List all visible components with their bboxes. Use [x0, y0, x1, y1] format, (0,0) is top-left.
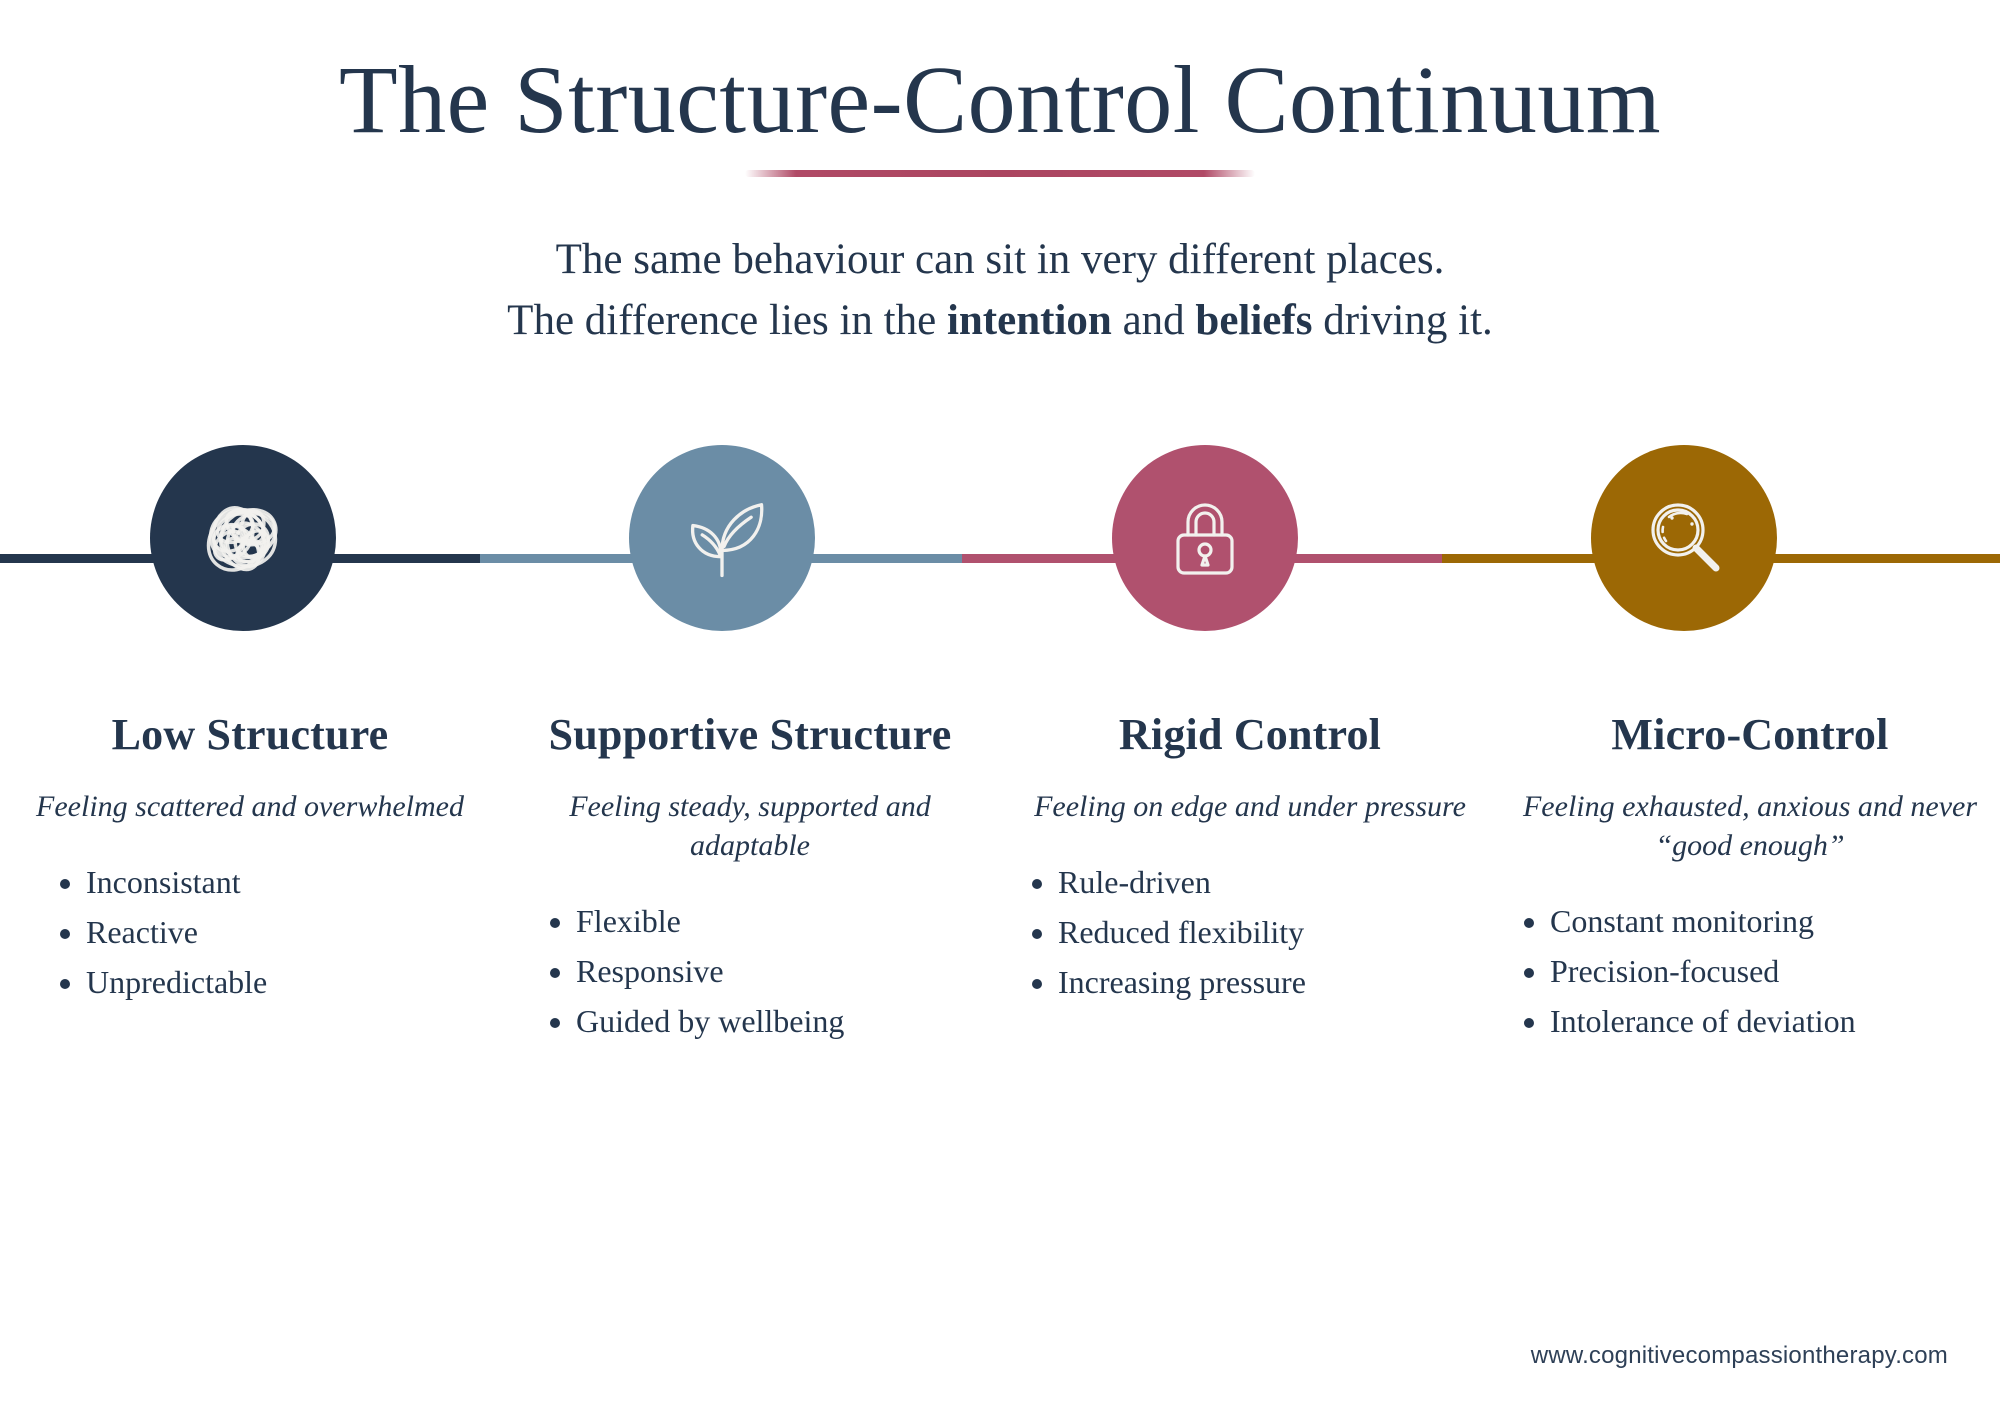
continuum-node-micro-control[interactable] [1591, 445, 1777, 631]
subtitle-line-2-part-e: driving it. [1312, 296, 1493, 344]
footer-website: www.cognitivecompassiontherapy.com [1530, 1342, 1948, 1369]
list-item: Inconsistant [86, 860, 486, 905]
list-item: Increasing pressure [1058, 960, 1486, 1005]
stage-bullet-list-supportive-structure: FlexibleResponsiveGuided by wellbeing [514, 899, 986, 1045]
stage-subtitle-micro-control: Feeling exhausted, anxious and never “go… [1522, 789, 1978, 862]
stage-heading-micro-control: Micro-Control [1611, 710, 1889, 759]
continuum-node-low-structure[interactable] [150, 445, 336, 631]
list-item: Reactive [86, 910, 486, 955]
stage-heading-supportive-structure: Supportive Structure [548, 710, 952, 759]
stage-heading-low-structure: Low Structure [111, 710, 389, 759]
list-item: Responsive [576, 949, 986, 994]
stage-bullet-list-micro-control: Constant monitoringPrecision-focusedInto… [1514, 899, 1986, 1045]
continuum-diagram [0, 445, 2000, 685]
stage-subtitle-rigid-control: Feeling on edge and under pressure [1034, 789, 1466, 823]
magnifying-glass-icon [1636, 490, 1732, 586]
list-item: Constant monitoring [1550, 899, 1986, 944]
scribble-tangle-icon [193, 488, 293, 588]
subtitle-line-2: The difference lies in the intention and… [0, 290, 2000, 351]
subtitle-emphasis-intention: intention [946, 296, 1112, 344]
leaf-sprout-icon [670, 486, 774, 590]
subtitle-line-2-part-c: and [1111, 296, 1196, 344]
list-item: Rule-driven [1058, 860, 1486, 905]
list-item: Reduced flexibility [1058, 910, 1486, 955]
list-item: Precision-focused [1550, 949, 1986, 994]
stage-subtitle-low-structure: Feeling scattered and overwhelmed [36, 789, 464, 823]
padlock-icon [1159, 492, 1251, 584]
continuum-node-supportive-structure[interactable] [629, 445, 815, 631]
continuum-nodes [0, 445, 2000, 685]
list-item: Flexible [576, 899, 986, 944]
subtitle: The same behaviour can sit in very diffe… [0, 229, 2000, 351]
list-item: Intolerance of deviation [1550, 999, 1986, 1044]
list-item: Unpredictable [86, 960, 486, 1005]
subtitle-emphasis-beliefs: beliefs [1195, 296, 1313, 344]
stage-bullet-list-rigid-control: Rule-drivenReduced flexibilityIncreasing… [1014, 860, 1486, 1006]
subtitle-line-2-part-a: The difference lies in the [507, 296, 947, 344]
subtitle-line-1: The same behaviour can sit in very diffe… [555, 235, 1445, 283]
stage-bullet-list-low-structure: InconsistantReactiveUnpredictable [14, 860, 486, 1006]
continuum-node-rigid-control[interactable] [1112, 445, 1298, 631]
list-item: Guided by wellbeing [576, 999, 986, 1044]
stage-heading-rigid-control: Rigid Control [1118, 710, 1382, 759]
stage-subtitle-supportive-structure: Feeling steady, supported and adaptable [569, 789, 931, 862]
title-divider [745, 169, 1255, 177]
page-title: The Structure-Control Continuum [339, 46, 1661, 153]
title-divider-wrapper [0, 169, 2000, 177]
